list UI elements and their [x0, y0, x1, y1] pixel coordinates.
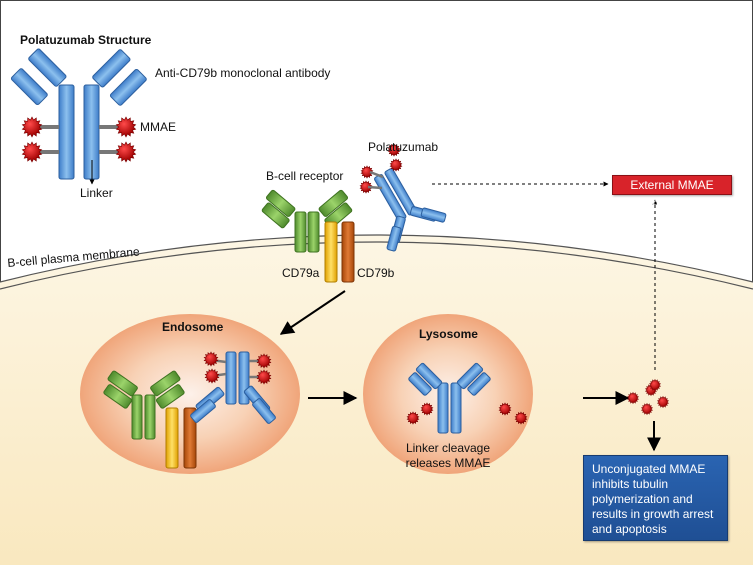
- antibody-label: Anti-CD79b monoclonal antibody: [155, 66, 331, 80]
- outcome-box: Unconjugated MMAE inhibits tubulin polym…: [583, 455, 728, 541]
- fab-upper-left: [28, 48, 67, 87]
- external-release-box: External MMAE release: [612, 175, 732, 210]
- mmae-payload-icon: [389, 158, 403, 172]
- fab-lower-left: [10, 68, 48, 106]
- mmae-payload-icon: [115, 116, 137, 138]
- cd79b-label: CD79b: [357, 266, 395, 280]
- mmae-payload-icon: [359, 180, 373, 194]
- cd79a-chain: [324, 221, 338, 283]
- membrane-inner-line: [0, 241, 753, 290]
- cd79a-label: CD79a: [282, 266, 320, 280]
- surface-polatuzumab: [374, 168, 447, 252]
- free-mmae-icon: [420, 402, 434, 416]
- mmae-payload-icon: [203, 351, 219, 367]
- structure-antibody: [10, 48, 147, 185]
- cd79b-chain: [341, 221, 355, 283]
- endosome-bcr: [103, 370, 197, 469]
- free-mmae-icon: [648, 378, 662, 392]
- free-mmae-icon: [656, 395, 670, 409]
- arrow-to-endosome: [279, 290, 346, 335]
- bcr-label: B-cell receptor: [266, 169, 344, 183]
- mmae-payload-icon: [360, 165, 374, 179]
- endosome-label: Endosome: [162, 320, 224, 334]
- heavy-chain-left: [58, 84, 75, 180]
- free-mmae-icon: [498, 402, 512, 416]
- lysosome-label: Lysosome: [419, 327, 478, 341]
- mmae-payload-icon: [115, 141, 137, 163]
- free-mmae-icon: [640, 402, 654, 416]
- free-mmae-icon: [626, 391, 640, 405]
- fab-lower-right: [109, 68, 147, 106]
- mmae-payload-icon: [21, 141, 43, 163]
- free-mmae-icon: [514, 411, 528, 425]
- cleavage-label: Linker cleavage releases MMAE: [405, 441, 491, 470]
- lysosome-antibody: [408, 362, 491, 434]
- mmae-payload-icon: [204, 368, 220, 384]
- structure-title: Polatuzumab Structure: [20, 33, 152, 47]
- free-mmae-icon: [406, 411, 420, 425]
- mmae-label: MMAE: [140, 120, 176, 134]
- mmae-payload-icon: [256, 353, 272, 369]
- endosome-polatuzumab: [190, 351, 276, 424]
- fab-upper-right: [92, 49, 131, 88]
- mmae-payload-icon: [387, 143, 401, 157]
- surface-bcr: [261, 189, 355, 283]
- membrane-outer-line: [0, 234, 753, 283]
- linker-label: Linker: [80, 186, 113, 200]
- mmae-payload-icon: [21, 116, 43, 138]
- polatuzumab-label: Polatuzumab: [368, 140, 439, 154]
- mmae-payload-icon: [256, 369, 272, 385]
